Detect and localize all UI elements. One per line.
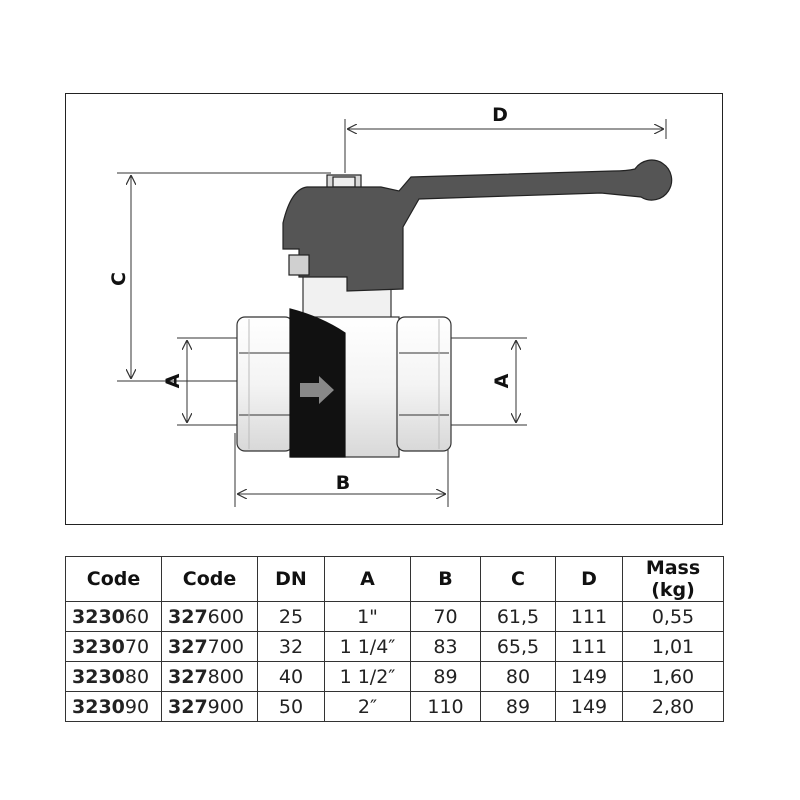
header-d: D <box>555 556 623 602</box>
a-cell: 1 1/4″ <box>324 631 411 662</box>
code-1-cell: 323060 <box>65 601 162 632</box>
c-cell: 89 <box>480 691 556 722</box>
header-code-2: Code <box>161 556 258 602</box>
dn-cell: 32 <box>257 631 325 662</box>
code-2-cell: 327700 <box>161 631 258 662</box>
table-row: 323080 327800 40 1 1/2″ 89 80 149 1,60 <box>65 661 724 692</box>
flow-arrow-icon <box>300 376 334 404</box>
header-a: A <box>324 556 411 602</box>
code-1-cell: 323090 <box>65 691 162 722</box>
table-row: 323060 327600 25 1" 70 61,5 111 0,55 <box>65 601 724 632</box>
dimension-d-label: D <box>492 104 508 126</box>
dimension-a-right-label: A <box>491 373 513 388</box>
c-cell: 80 <box>480 661 556 692</box>
c-cell: 65,5 <box>480 631 556 662</box>
header-dn: DN <box>257 556 325 602</box>
mass-cell: 2,80 <box>622 691 724 722</box>
dimension-b-label: B <box>336 472 350 494</box>
table-row: 323090 327900 50 2″ 110 89 149 2,80 <box>65 691 724 722</box>
a-cell: 2″ <box>324 691 411 722</box>
a-cell: 1 1/2″ <box>324 661 411 692</box>
mass-cell: 0,55 <box>622 601 724 632</box>
d-cell: 111 <box>555 601 623 632</box>
dimension-c-label: C <box>108 272 130 286</box>
dimension-d: D <box>344 104 667 173</box>
dimension-a-left-label: A <box>162 373 184 388</box>
dimension-a-right: A <box>451 337 527 426</box>
d-cell: 111 <box>555 631 623 662</box>
code-2-cell: 327600 <box>161 601 258 632</box>
b-cell: 83 <box>410 631 481 662</box>
c-cell: 61,5 <box>480 601 556 632</box>
table-header-row: Code Code DN A B C D Mass (kg) <box>65 556 724 602</box>
technical-drawing-frame: D C A A B <box>65 93 723 525</box>
code-1-cell: 323080 <box>65 661 162 692</box>
d-cell: 149 <box>555 661 623 692</box>
dn-cell: 25 <box>257 601 325 632</box>
b-cell: 70 <box>410 601 481 632</box>
header-code-1: Code <box>65 556 162 602</box>
mass-cell: 1,60 <box>622 661 724 692</box>
a-cell: 1" <box>324 601 411 632</box>
code-2-cell: 327900 <box>161 691 258 722</box>
table-row: 323070 327700 32 1 1/4″ 83 65,5 111 1,01 <box>65 631 724 662</box>
valve-body <box>236 250 452 458</box>
dn-cell: 40 <box>257 661 325 692</box>
header-mass: Mass (kg) <box>622 556 724 602</box>
b-cell: 89 <box>410 661 481 692</box>
header-b: B <box>410 556 481 602</box>
valve-handle <box>282 159 673 292</box>
b-cell: 110 <box>410 691 481 722</box>
ball-valve-drawing: D C A A B <box>108 104 673 507</box>
dimension-c: C <box>108 172 331 382</box>
dn-cell: 50 <box>257 691 325 722</box>
header-c: C <box>480 556 556 602</box>
mass-cell: 1,01 <box>622 631 724 662</box>
specifications-table: Code Code DN A B C D Mass (kg) 323060 32… <box>65 556 724 722</box>
code-1-cell: 323070 <box>65 631 162 662</box>
dimension-a-left: A <box>162 337 237 426</box>
code-2-cell: 327800 <box>161 661 258 692</box>
d-cell: 149 <box>555 691 623 722</box>
